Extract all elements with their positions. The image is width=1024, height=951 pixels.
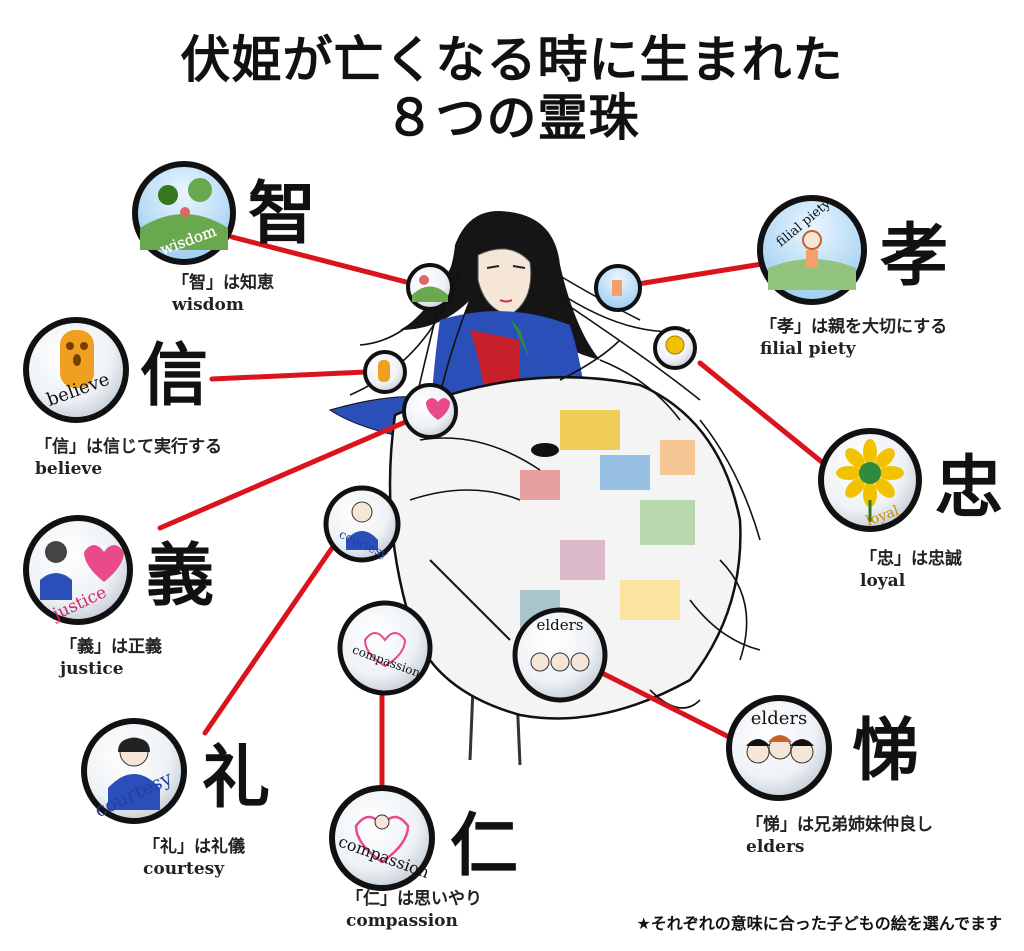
desc-believe-jp: 「信」は信じて実行する — [35, 437, 222, 457]
collar — [510, 318, 530, 360]
connector-loyal — [697, 360, 831, 470]
desc-compassion: 「仁」は思いやり compassion — [346, 888, 482, 932]
connector-wisdom — [229, 234, 413, 286]
small-orb-loyal — [653, 326, 697, 370]
desc-justice-en: justice — [60, 659, 124, 679]
desc-loyal-en: loyal — [860, 571, 906, 591]
kanji-elders: 悌 — [852, 711, 921, 791]
small-orb-elders — [512, 607, 608, 703]
desc-filial: 「孝」は親を大切にする filial piety — [760, 316, 947, 360]
small-orb-courtesy — [323, 485, 401, 563]
kanji-courtesy: 礼 — [202, 738, 271, 818]
title-line-1: 伏姫が亡くなる時に生まれた — [180, 31, 844, 89]
title-line-2: ８つの霊珠 — [384, 89, 640, 147]
wolf-eye — [531, 443, 559, 457]
collage-patches — [520, 410, 695, 630]
connector-filial — [635, 261, 765, 287]
kanji-wisdom: 智 — [248, 174, 317, 254]
kanji-filial: 孝 — [880, 216, 949, 296]
connector-courtesy — [202, 545, 335, 736]
wolf-jaw — [429, 559, 511, 641]
small-orb-believe — [363, 350, 407, 394]
desc-believe: 「信」は信じて実行する believe — [35, 436, 222, 480]
desc-compassion-en: compassion — [346, 911, 458, 931]
connector-justice — [157, 417, 413, 531]
orb-compassion — [329, 785, 435, 891]
desc-justice-jp: 「義」は正義 — [60, 637, 162, 657]
orb-label-elders: elders — [751, 708, 807, 729]
desc-loyal: 「忠」は忠誠 loyal — [860, 548, 962, 592]
desc-justice: 「義」は正義 justice — [60, 636, 162, 680]
orb-justice — [23, 515, 133, 625]
kanji-believe: 信 — [140, 336, 209, 416]
orb-filial — [757, 195, 867, 305]
connector-lines — [157, 234, 831, 788]
desc-elders-en: elders — [746, 837, 805, 857]
desc-elders: 「悌」は兄弟姉妹仲良し elders — [746, 814, 933, 858]
connector-elders — [597, 669, 738, 743]
orb-wisdom — [132, 161, 236, 265]
desc-compassion-jp: 「仁」は思いやり — [346, 889, 482, 909]
desc-filial-jp: 「孝」は親を大切にする — [760, 317, 948, 337]
lips — [499, 299, 513, 303]
desc-believe-en: believe — [35, 459, 103, 479]
small-orb-compassion — [337, 600, 433, 696]
footnote: ★それぞれの意味に合った子どもの絵を選んでます — [636, 914, 1002, 933]
desc-courtesy: 「礼」は礼儀 courtesy — [143, 836, 245, 880]
connector-believe — [209, 369, 369, 382]
kanji-justice: 義 — [146, 536, 215, 616]
desc-wisdom: 「智」は知恵 wisdom — [172, 272, 274, 316]
desc-elders-jp: 「悌」は兄弟姉妹仲良し — [746, 815, 933, 835]
desc-loyal-jp: 「忠」は忠誠 — [860, 549, 962, 569]
fur-strokes — [409, 339, 761, 709]
orb-elders — [726, 695, 832, 801]
small-orb-filial — [594, 264, 642, 312]
orb-courtesy — [81, 718, 187, 824]
small-orb-wisdom — [406, 263, 454, 311]
small-orb-label-elders: elders — [536, 616, 583, 634]
kanji-loyal: 忠 — [935, 448, 1004, 528]
desc-courtesy-en: courtesy — [143, 859, 225, 879]
eyes — [486, 265, 526, 269]
orb-loyal — [818, 428, 922, 532]
desc-wisdom-jp: 「智」は知恵 — [172, 273, 274, 293]
desc-wisdom-en: wisdom — [172, 295, 244, 315]
desc-courtesy-jp: 「礼」は礼儀 — [143, 837, 245, 857]
kanji-compassion: 仁 — [450, 806, 519, 886]
desc-filial-en: filial piety — [760, 339, 856, 359]
small-orb-justice — [402, 383, 458, 439]
orb-believe — [23, 317, 129, 423]
face — [477, 248, 532, 316]
